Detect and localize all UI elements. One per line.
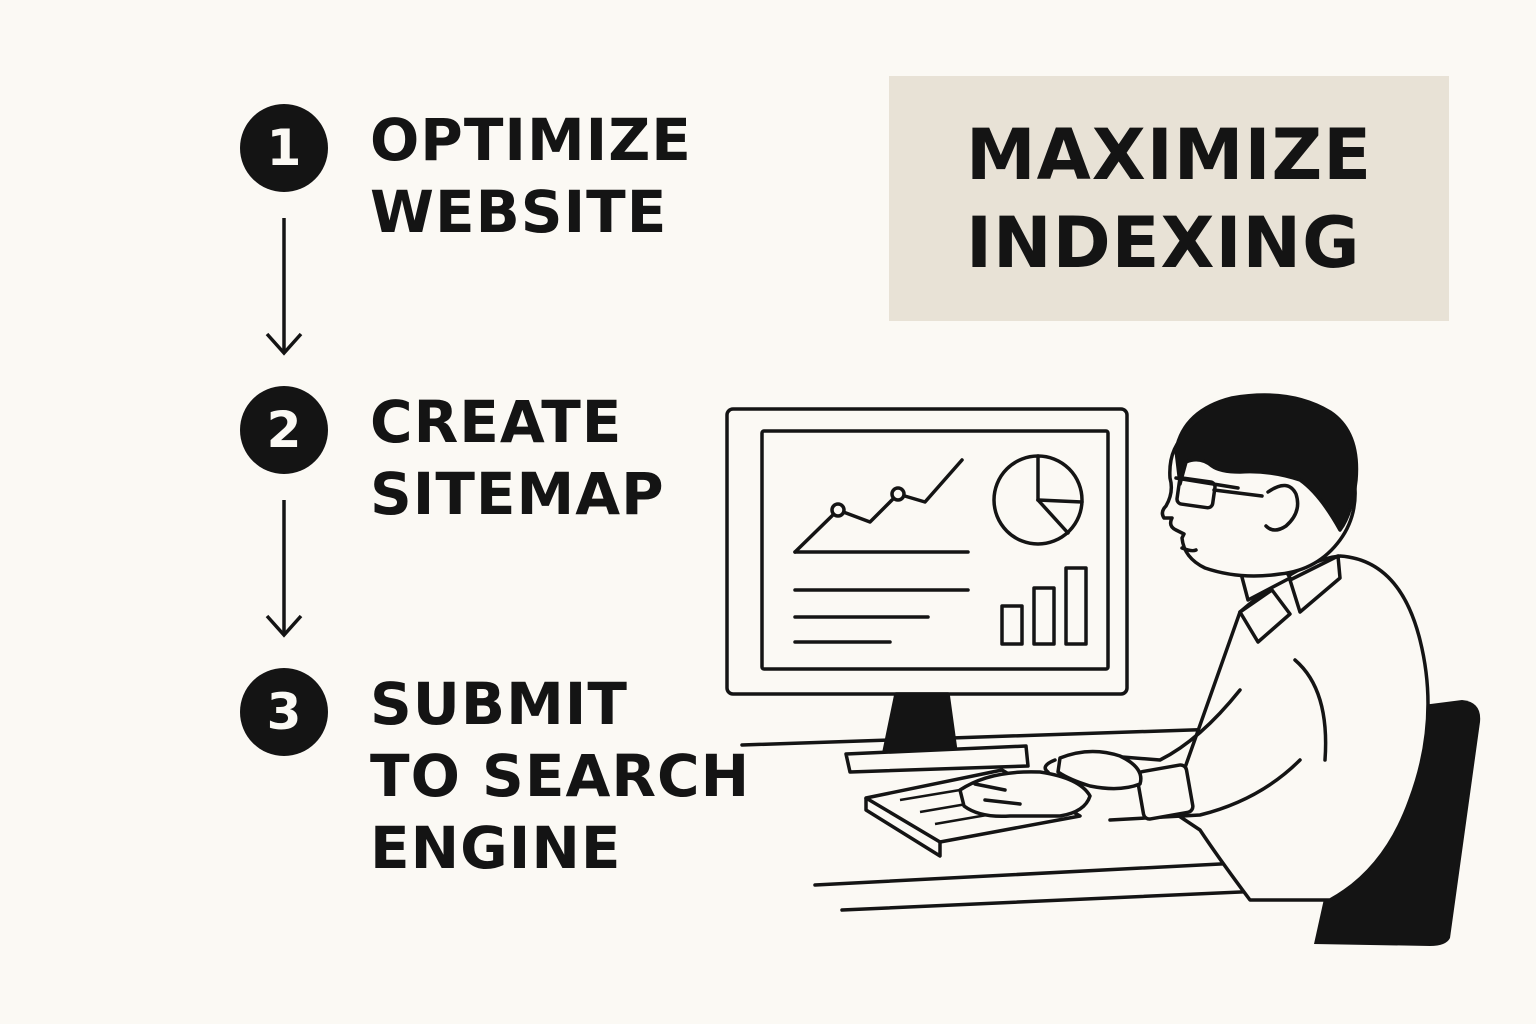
- step-1: 1 OPTIMIZE WEBSITE: [240, 104, 692, 248]
- step-label: SUBMIT TO SEARCH ENGINE: [370, 670, 751, 882]
- title-text: MAXIMIZE INDEXING: [965, 113, 1373, 284]
- step-2: 2 CREATE SITEMAP: [240, 386, 665, 530]
- step-label: OPTIMIZE WEBSITE: [370, 106, 692, 246]
- screen-charts: [793, 454, 1088, 646]
- title-box: MAXIMIZE INDEXING: [889, 76, 1449, 321]
- step-number-badge: 2: [240, 386, 328, 474]
- step-3: 3 SUBMIT TO SEARCH ENGINE: [240, 668, 750, 884]
- down-arrow-icon: [265, 500, 303, 638]
- down-arrow-icon: [265, 218, 303, 356]
- person: [958, 393, 1430, 902]
- step-number-badge: 3: [240, 668, 328, 756]
- pie-chart-icon: [992, 454, 1084, 546]
- line-chart-icon: [793, 458, 964, 554]
- desk-edge-line: [740, 726, 1252, 747]
- step-number-badge: 1: [240, 104, 328, 192]
- bar-chart-icon: [1000, 566, 1088, 646]
- step-label: CREATE SITEMAP: [370, 388, 665, 528]
